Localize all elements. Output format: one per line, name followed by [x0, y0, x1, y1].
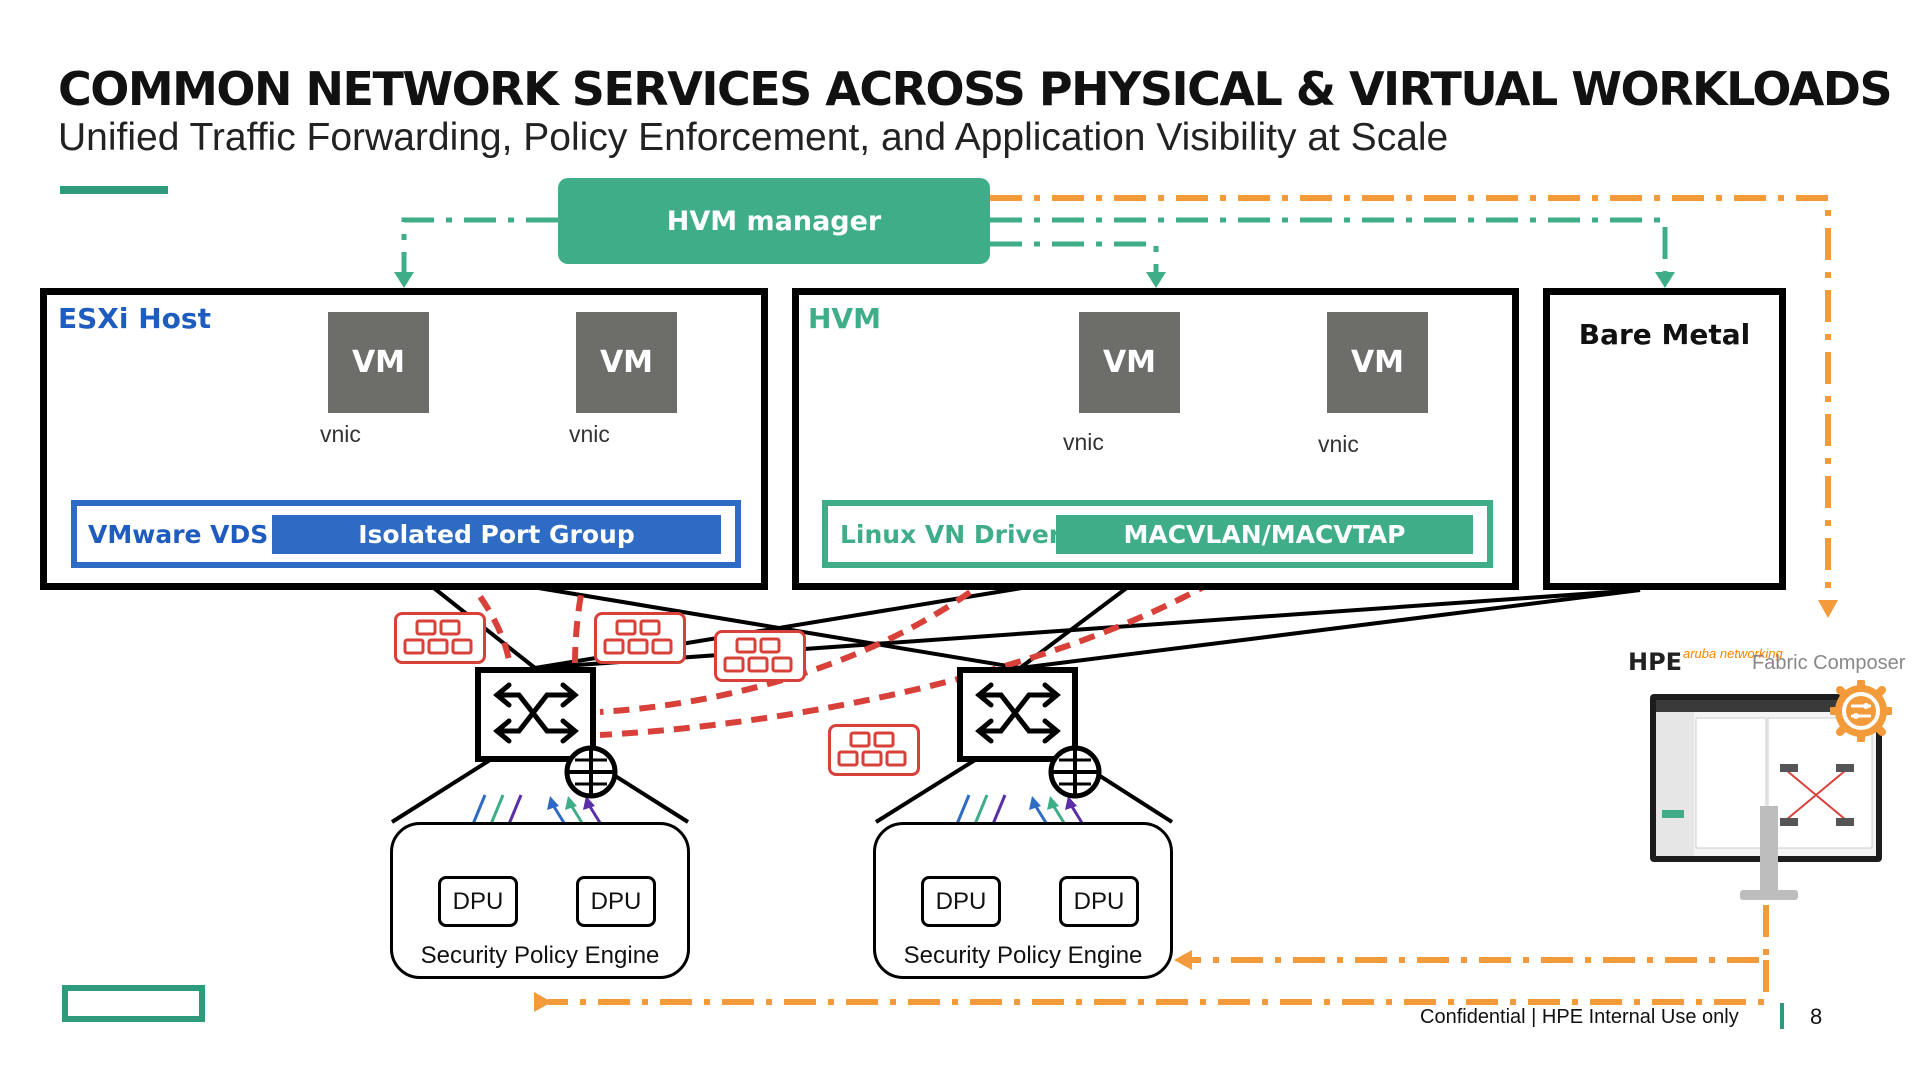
firewall-icon: [594, 612, 686, 664]
network-switch-1: [475, 667, 596, 762]
esxi-vnic-label-1: vnic: [320, 421, 361, 447]
hvm-vnic-label-2: vnic: [1318, 431, 1359, 457]
firewall-icon: [828, 724, 920, 776]
orange-line-middle: [1188, 905, 1769, 963]
slide-title: COMMON NETWORK SERVICES ACROSS PHYSICAL …: [58, 62, 1893, 116]
aruba-logo-text: aruba networking: [1683, 646, 1783, 661]
vmware-vds-label: VMware VDS: [88, 520, 269, 549]
security-policy-engine-label: Security Policy Engine: [420, 942, 660, 969]
teal-line-to-bare-metal: [990, 217, 1668, 272]
confidential-footer: Confidential | HPE Internal Use only: [1420, 1006, 1739, 1028]
title-accent-bar: [60, 186, 168, 194]
firewall-bricks: [837, 731, 907, 767]
slide-subtitle: Unified Traffic Forwarding, Policy Enfor…: [58, 116, 1449, 159]
firewall-icon: [714, 630, 806, 682]
switch-arrows-icon: [975, 682, 1061, 744]
firewall-icon: [394, 612, 486, 664]
linux-vn-driver-label: Linux VN Driver: [840, 520, 1062, 549]
firewall-bricks: [723, 637, 793, 673]
footer-divider: [1780, 1003, 1784, 1029]
teal-arrow-hvm: [1146, 272, 1166, 288]
hvm-vm-2: VM: [1327, 312, 1428, 413]
teal-line-to-hvm: [990, 241, 1159, 272]
bare-metal-box: [1543, 288, 1786, 590]
composer-gear-icon: [1830, 680, 1892, 742]
teal-arrow-esxi: [394, 272, 414, 288]
hpe-element-logo: [62, 985, 205, 1022]
monitor-stand-icon: [1740, 806, 1798, 900]
esxi-vnic-label-2: vnic: [569, 421, 610, 447]
orange-arrow-right: [534, 992, 552, 1012]
esxi-vm-2: VM: [576, 312, 677, 413]
teal-management-lines: [401, 217, 1668, 272]
teal-line-to-esxi: [401, 217, 558, 272]
orange-arrow-left: [1174, 950, 1192, 970]
orange-management-lines: [548, 195, 1831, 1005]
fabric-composer-label: Fabric Composer: [1752, 652, 1906, 674]
hpe-logo-text: HPE: [1628, 648, 1683, 676]
switch-arrows-icon: [493, 682, 579, 744]
teal-arrow-bare-metal: [1655, 272, 1675, 288]
dpu-box: DPU: [921, 876, 1001, 927]
security-policy-engine-label: Security Policy Engine: [903, 942, 1143, 969]
network-switch-2: [957, 667, 1078, 762]
macvlan-macvtap: MACVLAN/MACVTAP: [1056, 515, 1473, 554]
hvm-vm-1: VM: [1079, 312, 1180, 413]
orange-line-top: [990, 195, 1831, 600]
dashboard-thumbnail: [1656, 700, 1876, 856]
firewall-bricks: [603, 619, 673, 655]
hvm-host-label: HVM: [808, 302, 881, 335]
hvm-vnic-label-1: vnic: [1063, 429, 1104, 455]
dpu-box: DPU: [438, 876, 518, 927]
monitor-screen: [1656, 700, 1876, 856]
esxi-host-label: ESXi Host: [58, 302, 211, 335]
dpu-box: DPU: [576, 876, 656, 927]
firewall-bricks: [403, 619, 473, 655]
page-number: 8: [1810, 1004, 1823, 1029]
dpu-box: DPU: [1059, 876, 1139, 927]
isolated-port-group: Isolated Port Group: [272, 515, 721, 554]
orange-line-bottom: [548, 960, 1769, 1005]
policy-globe-icon: [1048, 745, 1102, 799]
esxi-vm-1: VM: [328, 312, 429, 413]
bare-metal-label: Bare Metal: [1578, 318, 1751, 351]
hvm-manager-box: HVM manager: [558, 178, 990, 264]
policy-globe-icon: [564, 745, 618, 799]
orange-arrow-down: [1818, 600, 1838, 618]
